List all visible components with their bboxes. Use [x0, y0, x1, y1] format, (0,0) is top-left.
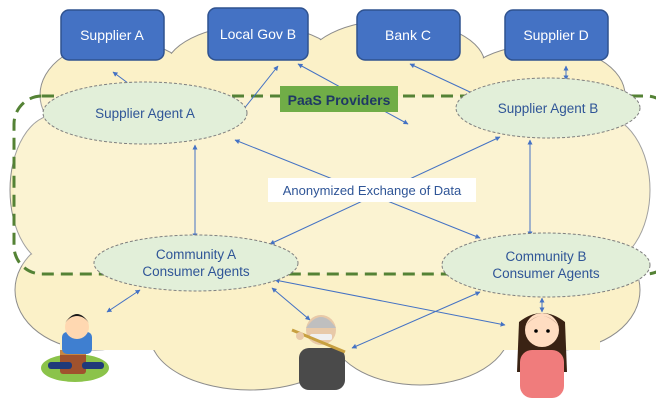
boy-sitting-icon — [41, 314, 109, 382]
supplier-agent-a-node — [42, 81, 248, 145]
bank-c-box — [356, 9, 461, 61]
supplier-agent-b-label: Supplier Agent B — [498, 101, 599, 116]
supplier-agent-a-label: Supplier Agent A — [95, 106, 195, 121]
paas-label-box — [280, 86, 398, 112]
supplier-d-label: Supplier D — [523, 27, 588, 43]
top-boxes: Supplier A Local Gov B Bank C Supplier D — [60, 7, 609, 61]
arrow-agent-a-to-local-gov — [242, 65, 279, 111]
community-a-node — [93, 234, 299, 292]
supplier-agent-b-node — [455, 77, 641, 139]
supplier-a-box — [60, 9, 165, 61]
paas-label: PaaS Providers — [288, 92, 391, 108]
community-b-label-2: Consumer Agents — [492, 266, 600, 281]
community-a-label-2: Consumer Agents — [142, 264, 250, 279]
arrow-agent-b-to-bank — [409, 63, 471, 93]
arrow-boy-community-a — [106, 289, 141, 313]
local-gov-b-box — [207, 7, 309, 61]
supplier-a-label: Supplier A — [80, 27, 144, 43]
agent-nodes: Supplier Agent A Supplier Agent B Commun… — [42, 77, 651, 298]
local-gov-b-label: Local Gov B — [220, 26, 296, 42]
center-label: Anonymized Exchange of Data — [283, 183, 462, 198]
community-b-node — [441, 232, 651, 298]
center-label-box — [268, 178, 476, 202]
community-a-label-1: Community A — [156, 247, 236, 262]
supplier-d-box — [504, 9, 609, 61]
community-b-label-1: Community B — [505, 249, 586, 264]
woman-icon — [517, 313, 567, 398]
bank-c-label: Bank C — [385, 27, 431, 43]
arrow-oldman-community-b — [351, 291, 481, 349]
old-man-flute-icon — [291, 315, 346, 390]
